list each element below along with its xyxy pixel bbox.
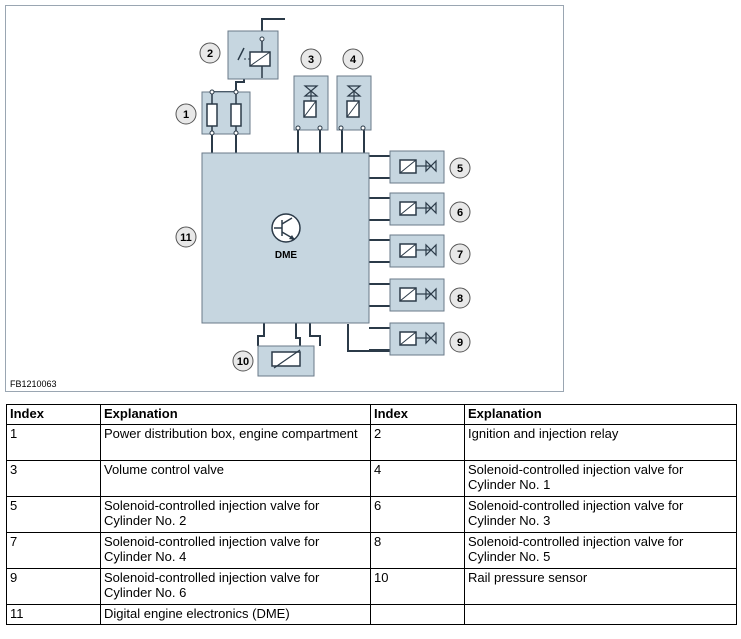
- volume-control-valve-component: [293, 75, 329, 131]
- table-row: 9 Solenoid-controlled injection valve fo…: [6, 568, 737, 605]
- explanation-cell: Power distribution box, engine compartme…: [100, 424, 371, 461]
- injector-4-component: [389, 234, 445, 268]
- callout-label: 6: [457, 207, 463, 219]
- callout-2: 2: [199, 42, 221, 64]
- callout-label: 7: [457, 249, 463, 261]
- callout-11: 11: [175, 226, 197, 248]
- callout-label: 9: [457, 337, 463, 349]
- callout-label: 4: [350, 54, 357, 66]
- callout-7: 7: [449, 243, 471, 265]
- table-row: 5 Solenoid-controlled injection valve fo…: [6, 496, 737, 533]
- index-cell: 9: [6, 568, 101, 605]
- index-cell: 5: [6, 496, 101, 533]
- index-cell: 3: [6, 460, 101, 497]
- table-row: 7 Solenoid-controlled injection valve fo…: [6, 532, 737, 569]
- callout-1: 1: [175, 103, 197, 125]
- injector-6-component: [389, 322, 445, 356]
- explanation-cell: [464, 604, 737, 625]
- explanation-cell: Solenoid-controlled injection valve for …: [100, 496, 371, 533]
- explanation-cell: Ignition and injection relay: [464, 424, 737, 461]
- index-cell: 2: [370, 424, 465, 461]
- relay-component: [227, 30, 279, 80]
- explanation-cell: Rail pressure sensor: [464, 568, 737, 605]
- rail-pressure-sensor-component: [257, 345, 315, 377]
- index-cell: 1: [6, 424, 101, 461]
- injection-valve-cyl1-component: [336, 75, 372, 131]
- index-cell: 8: [370, 532, 465, 569]
- callout-label: 2: [207, 48, 213, 60]
- callout-label: 8: [457, 293, 463, 305]
- injector-2-component: [389, 150, 445, 184]
- callout-10: 10: [232, 350, 254, 372]
- index-cell: 10: [370, 568, 465, 605]
- header-explanation-2: Explanation: [464, 404, 737, 425]
- explanation-cell: Digital engine electronics (DME): [100, 604, 371, 625]
- table-row: 11 Digital engine electronics (DME): [6, 604, 737, 625]
- table-row: 3 Volume control valve 4 Solenoid-contro…: [6, 460, 737, 497]
- explanation-cell: Solenoid-controlled injection valve for …: [464, 460, 737, 497]
- explanation-cell: Volume control valve: [100, 460, 371, 497]
- fuse-box-component: [201, 89, 251, 136]
- index-cell: 6: [370, 496, 465, 533]
- index-cell: 4: [370, 460, 465, 497]
- index-cell: [370, 604, 465, 625]
- callout-label: 5: [457, 163, 463, 175]
- index-table: Index Explanation Index Explanation 1 Po…: [6, 404, 737, 625]
- callout-6: 6: [449, 201, 471, 223]
- callout-5: 5: [449, 157, 471, 179]
- callout-label: 10: [237, 356, 249, 368]
- callout-3: 3: [300, 48, 322, 70]
- callout-9: 9: [449, 331, 471, 353]
- index-cell: 11: [6, 604, 101, 625]
- wiring-diagram: DME: [5, 5, 564, 392]
- dme-label: DME: [275, 250, 298, 261]
- header-explanation: Explanation: [100, 404, 371, 425]
- explanation-cell: Solenoid-controlled injection valve for …: [464, 532, 737, 569]
- injector-3-component: [389, 192, 445, 226]
- explanation-cell: Solenoid-controlled injection valve for …: [464, 496, 737, 533]
- wiring-lines: [211, 18, 390, 352]
- injector-5-component: [389, 278, 445, 312]
- explanation-cell: Solenoid-controlled injection valve for …: [100, 568, 371, 605]
- figure-code: FB1210063: [10, 379, 57, 389]
- header-index-2: Index: [370, 404, 465, 425]
- callout-label: 3: [308, 54, 314, 66]
- callout-8: 8: [449, 287, 471, 309]
- table-row: 1 Power distribution box, engine compart…: [6, 424, 737, 461]
- index-cell: 7: [6, 532, 101, 569]
- callout-label: 1: [183, 109, 189, 121]
- callout-4: 4: [342, 48, 364, 70]
- callout-label: 11: [180, 232, 192, 244]
- transistor-icon: [271, 213, 301, 243]
- header-index: Index: [6, 404, 101, 425]
- explanation-cell: Solenoid-controlled injection valve for …: [100, 532, 371, 569]
